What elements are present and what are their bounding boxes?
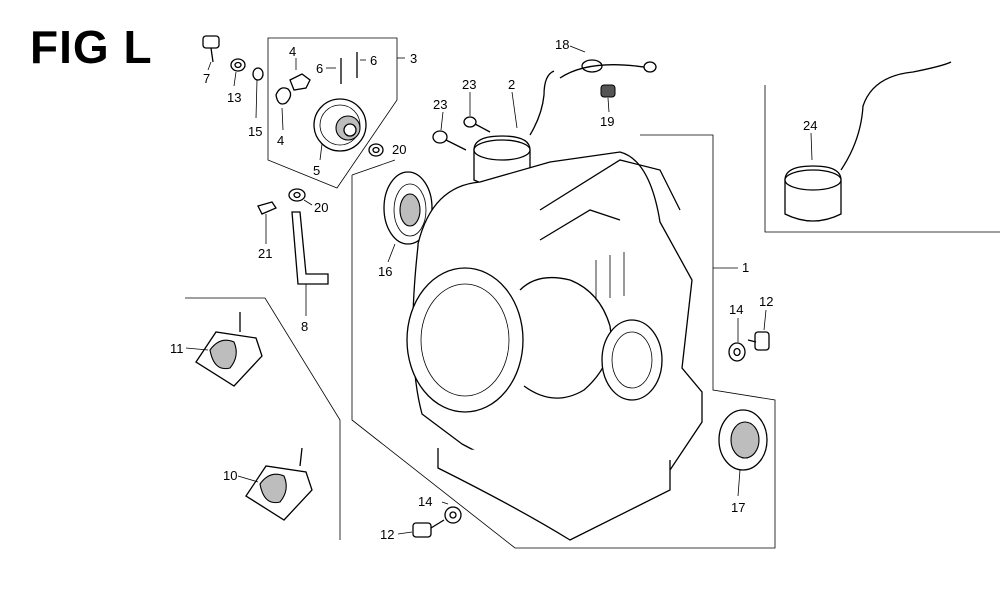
- part-21-clip: [257, 201, 277, 244]
- part-24-oil-sensor-detail: [784, 61, 952, 222]
- part-14-washer-right: [728, 318, 746, 362]
- part-12-bolt-right: [747, 309, 770, 351]
- callout-12-bottom: 12: [380, 527, 394, 542]
- figure-title: FIG L: [30, 21, 153, 73]
- part-6-pin-b: [356, 52, 366, 78]
- callout-8: 8: [301, 319, 308, 334]
- callout-labels: 7 13 15 4 4 6 6 3 5 20 20 21 8 18 23 23 …: [170, 37, 817, 542]
- part-14-washer-bottom: [441, 501, 462, 524]
- callout-3: 3: [410, 51, 417, 66]
- callout-16: 16: [378, 264, 392, 279]
- part-16-bearing: [383, 171, 433, 263]
- callout-18: 18: [555, 37, 569, 52]
- part-20-washer-a: [368, 143, 384, 157]
- part-7-bolt: [202, 35, 220, 71]
- callout-21: 21: [258, 246, 272, 261]
- callout-4-bottom: 4: [277, 133, 284, 148]
- callout-15: 15: [248, 124, 262, 139]
- part-8-breather-tube: [291, 211, 329, 316]
- part-20-washer-b: [288, 188, 313, 206]
- part-18-cable: [559, 45, 657, 79]
- part-6-pin-a: [326, 58, 342, 84]
- callout-23-left: 23: [433, 97, 447, 112]
- part-1-crankcase: [406, 151, 738, 541]
- part-12-bolt-bottom: [397, 519, 445, 538]
- part-11-engine-mount: [185, 312, 263, 387]
- callout-6-left: 6: [316, 61, 323, 76]
- callout-17: 17: [731, 500, 745, 515]
- callout-7: 7: [203, 71, 210, 86]
- callout-23-right: 23: [462, 77, 476, 92]
- callout-6-right: 6: [370, 53, 377, 68]
- part-15-clip: [252, 67, 264, 119]
- callout-14-bottom: 14: [418, 494, 432, 509]
- callout-2: 2: [508, 77, 515, 92]
- callout-24: 24: [803, 118, 817, 133]
- part-19-nut: [600, 84, 616, 113]
- part-23-bolt-b: [463, 92, 491, 133]
- callout-10: 10: [223, 468, 237, 483]
- part-17-oil-seal: [718, 409, 768, 497]
- callout-20-bottom: 20: [314, 200, 328, 215]
- group-boundaries: [185, 37, 1000, 549]
- part-4-rotor-b: [275, 87, 292, 131]
- part-13-washer: [230, 58, 246, 87]
- part-10-engine-mount: [237, 447, 313, 521]
- callout-13: 13: [227, 90, 241, 105]
- callout-11: 11: [170, 341, 184, 356]
- part-5-governor-gear: [313, 98, 367, 161]
- callout-1: 1: [742, 260, 749, 275]
- part-2-oil-sensor: [473, 70, 555, 188]
- callout-4-top: 4: [289, 44, 296, 59]
- part-23-bolt-a: [432, 111, 467, 151]
- callout-14-right: 14: [729, 302, 743, 317]
- callout-12-right: 12: [759, 294, 773, 309]
- callout-5: 5: [313, 163, 320, 178]
- callout-19: 19: [600, 114, 614, 129]
- part-4-rotor-a: [289, 58, 311, 91]
- callout-20-top: 20: [392, 142, 406, 157]
